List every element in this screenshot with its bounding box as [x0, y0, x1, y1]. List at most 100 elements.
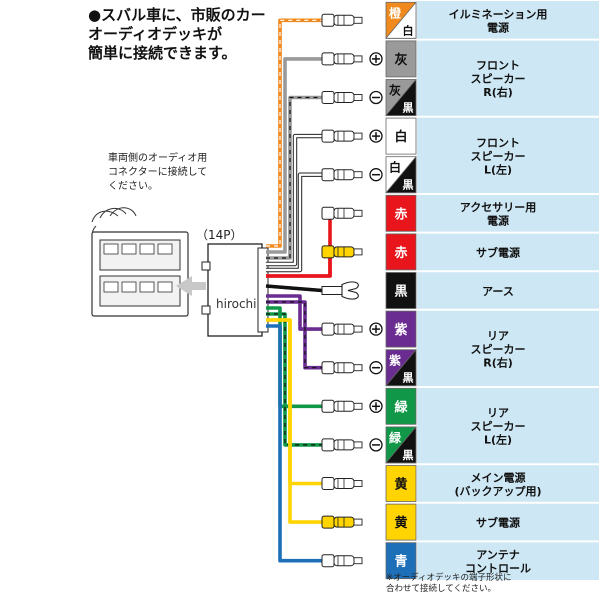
- wire-gray-black: [266, 95, 322, 260]
- wire-black: [265, 284, 323, 293]
- function-label-line: 電源: [487, 21, 509, 35]
- note-line: 車両側のオーディオ用: [108, 153, 208, 164]
- function-label-sub-power-red: サブ電源: [417, 231, 599, 259]
- function-label-ground: アース: [417, 270, 599, 298]
- function-label-line: スピーカー: [471, 343, 526, 356]
- wire-white: [266, 133, 322, 267]
- note-line: ください。: [108, 181, 158, 192]
- function-label-main-power: メイン電源(バックアップ用): [417, 463, 599, 498]
- wire-green: [266, 306, 322, 409]
- footnote-line: 合わせて接続してください。: [386, 584, 496, 594]
- swatch-main-text: 紫: [394, 322, 407, 338]
- minus-terminal-icon: [369, 168, 383, 182]
- function-label-line: サブ電源: [476, 516, 520, 530]
- wire-purple-black: [266, 300, 322, 370]
- function-label-sub-power-yellow: サブ電源: [417, 501, 599, 530]
- swatch-sub-text: 黒: [403, 372, 414, 385]
- function-label-line: メイン電源: [471, 470, 526, 484]
- function-label-line: R(右): [483, 355, 513, 369]
- wire-yellow-main: [266, 318, 322, 486]
- terminal-female: [321, 399, 363, 413]
- color-swatch-white-black: 白黒: [385, 155, 417, 194]
- terminal-female: [321, 91, 363, 104]
- function-label-line: (バックアップ用): [454, 484, 541, 498]
- function-label-line: リア: [487, 329, 509, 342]
- function-label-line: R(右): [483, 85, 513, 99]
- function-label-line: スピーカー: [471, 420, 526, 433]
- color-swatch-white: 白: [385, 117, 417, 155]
- direction-arrow: [176, 276, 206, 296]
- swatch-main-text: 橙: [389, 5, 402, 20]
- swatch-main-text: 黄: [394, 477, 407, 493]
- wire-green-black: [266, 312, 322, 447]
- swatch-main-text: 赤: [394, 245, 407, 261]
- function-label-line: リア: [487, 407, 509, 420]
- color-swatch-gray: 灰: [385, 40, 417, 78]
- page-heading: ●スバル車に、市販のカー オーディオデッキが 簡単に接続できます。: [88, 6, 288, 63]
- swatch-sub-text: 黒: [403, 449, 414, 462]
- footnote-line: ※オーディオデッキの端子形状に: [386, 573, 512, 583]
- swatch-main-text: 青: [394, 554, 407, 570]
- terminal-fork: [321, 281, 359, 300]
- function-label-line: 電源: [487, 214, 509, 228]
- function-label-line: フロント: [476, 136, 520, 149]
- heading-line: ●スバル車に、市販のカー: [88, 6, 266, 24]
- terminal-male: [321, 322, 363, 336]
- plus-terminal-icon: [369, 322, 383, 336]
- function-label-line: アース: [482, 285, 514, 298]
- color-swatch-purple: 紫: [385, 310, 417, 348]
- swatch-sub-text: 黒: [403, 179, 414, 192]
- swatch-main-text: 白: [394, 129, 407, 145]
- note-line: コネクターに接続して: [108, 167, 208, 178]
- plus-terminal-icon: [369, 399, 383, 413]
- terminal-male-yellow: [321, 245, 363, 259]
- swatch-main-text: 黒: [394, 284, 407, 300]
- wire-gray: [266, 57, 322, 254]
- plus-terminal-icon: [369, 52, 383, 66]
- function-label-line: L(左): [484, 433, 512, 447]
- function-label-line: サブ電源: [476, 245, 520, 259]
- connector-pin-count-label: （14P）: [196, 228, 243, 242]
- color-swatch-yellow-main: 黄: [385, 465, 417, 502]
- terminal-female: [321, 52, 363, 66]
- function-label-line: スピーカー: [471, 73, 526, 86]
- minus-terminal-icon: [369, 361, 383, 375]
- terminal-female: [321, 13, 363, 27]
- terminal-female: [321, 477, 363, 490]
- color-swatch-purple-black: 紫黒: [385, 348, 417, 387]
- terminal-male: [321, 129, 363, 143]
- minus-terminal-icon: [369, 90, 383, 105]
- terminal-male: [321, 168, 363, 182]
- color-swatch-red-acc: 赤: [385, 194, 417, 232]
- watermark: hirochi: [216, 297, 257, 311]
- wire-yellow-sub: [266, 318, 322, 524]
- function-label-line: フロント: [476, 59, 520, 72]
- terminal-female: [321, 206, 363, 220]
- terminal-footnote: ※オーディオデッキの端子形状に 合わせて接続してください。: [386, 573, 598, 595]
- color-swatch-red-sub: 赤: [385, 233, 417, 271]
- swatch-main-text: 灰: [389, 83, 401, 98]
- color-swatch-green: 緑: [385, 387, 417, 425]
- terminal-female: [321, 554, 363, 568]
- wire-blue: [266, 324, 322, 563]
- function-label-line: アクセサリー用: [460, 201, 536, 214]
- swatch-main-text: 黄: [394, 515, 407, 531]
- wire-orange-white: [266, 18, 322, 248]
- function-label-line: アンテナ: [476, 548, 520, 561]
- color-swatch-orange-white: 橙白: [385, 1, 417, 39]
- color-swatch-black: 黒: [385, 272, 417, 309]
- swatch-main-text: 赤: [394, 206, 407, 222]
- label-column-bg: [417, 1, 599, 580]
- terminal-male-yellow: [321, 515, 363, 529]
- color-swatch-yellow-sub: 黄: [385, 503, 417, 541]
- swatch-main-text: 緑: [394, 399, 408, 415]
- swatch-main-text: 緑: [389, 430, 402, 445]
